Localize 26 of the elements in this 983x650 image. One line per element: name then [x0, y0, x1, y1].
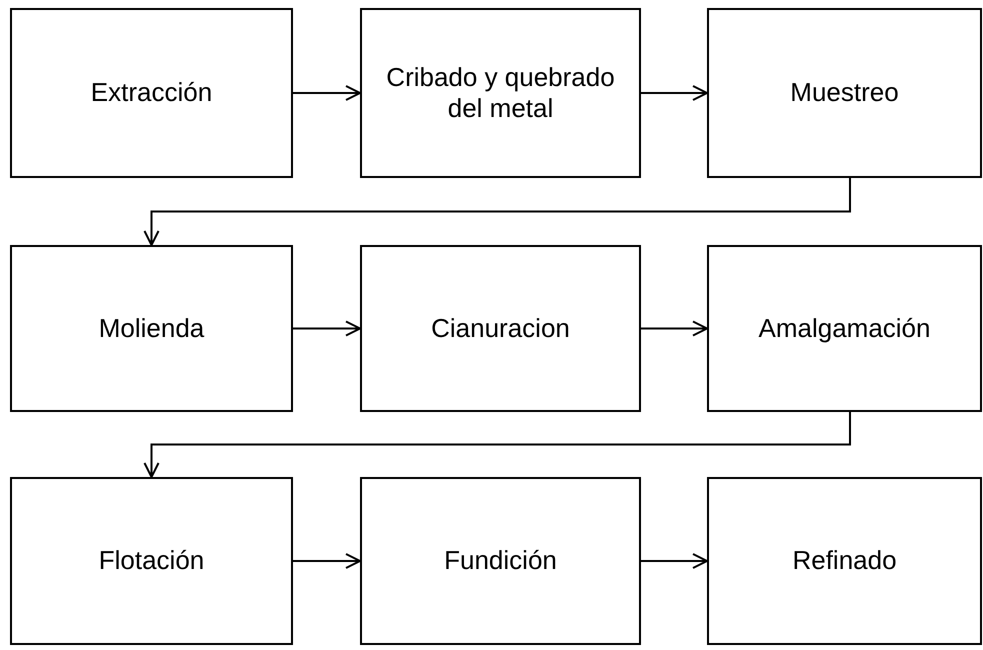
- step-label: Extracción: [90, 77, 212, 109]
- arrow: [641, 85, 708, 101]
- step-label: Cianuracion: [431, 312, 570, 344]
- arrow: [144, 178, 851, 246]
- process-box: [707, 245, 982, 412]
- arrow: [293, 320, 361, 336]
- arrow: [144, 412, 851, 478]
- process-box: [10, 8, 293, 178]
- step-label: Molienda: [98, 312, 204, 344]
- arrow: [641, 320, 708, 336]
- arrow: [293, 85, 361, 101]
- process-box: [360, 8, 641, 178]
- arrow: [293, 553, 361, 569]
- step-label: Fundición: [444, 545, 557, 577]
- step-label: Muestreo: [790, 77, 899, 109]
- arrow: [641, 553, 708, 569]
- process-box: [707, 477, 982, 645]
- process-box: [10, 477, 293, 645]
- step-label: Amalgamación: [758, 312, 930, 344]
- process-box: [10, 245, 293, 412]
- process-box: [707, 8, 982, 178]
- process-box: [360, 477, 641, 645]
- step-label: Refinado: [792, 545, 897, 577]
- step-label: Flotación: [98, 545, 204, 577]
- process-box: [360, 245, 641, 412]
- step-label: Cribado y quebrado del metal: [385, 62, 616, 124]
